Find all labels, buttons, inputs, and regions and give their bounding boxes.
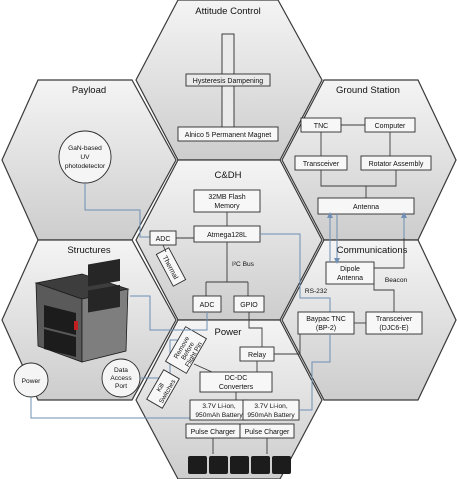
kill-switches-line-1: Kill xyxy=(156,382,167,394)
cdh-adc-left-label: ADC xyxy=(156,236,171,243)
beacon-wire xyxy=(374,238,405,269)
power-port-wire xyxy=(30,397,190,419)
magnet-box xyxy=(177,126,279,142)
charger-right-label: Pulse Charger xyxy=(245,429,290,436)
photodetector-line-1: GaN-based xyxy=(68,145,102,152)
photodetector-line-2: UV xyxy=(80,154,90,161)
battery-left-line-1: 3.7V Li-ion, xyxy=(202,403,236,410)
cdh-adc-label: ADC xyxy=(200,302,215,309)
communications-title: Communications xyxy=(337,245,408,256)
data-port-line-3: Port xyxy=(115,383,127,390)
ground-station-title: Ground Station xyxy=(336,85,400,96)
gs-transceiver-label: Transceiver xyxy=(303,161,340,168)
transceiver-dipole-wire xyxy=(373,280,395,312)
payload-to-adc-wire xyxy=(84,183,150,238)
i2c-bus-label: I²C Bus xyxy=(232,261,255,268)
dipole-antenna-box xyxy=(325,261,375,285)
flash-memory-line-2: Memory xyxy=(214,203,240,210)
rotator-antenna-wire xyxy=(366,170,397,187)
beacon-label: Beacon xyxy=(385,277,408,284)
comm-transceiver-line-1: Transceiver xyxy=(376,316,413,323)
attitude-control-title: Attitude Control xyxy=(195,6,260,17)
rbf-dcdc-wire xyxy=(193,363,213,373)
comm-to-power-wire xyxy=(299,334,331,411)
baypac-line-1: Baypac TNC xyxy=(306,316,346,323)
relay-label: Relay xyxy=(248,352,266,359)
battery-left-line-2: 950mAh Battery xyxy=(195,412,243,419)
atmega-label: Atmega128L xyxy=(207,232,247,239)
adc-to-power-wire xyxy=(130,295,208,331)
magnet-horizontal-bar xyxy=(185,73,271,87)
comm-transceiver-line-2: (DJC6-E) xyxy=(379,325,408,332)
photodetector-line-3: photodetector xyxy=(65,163,106,170)
charger-solar-wires xyxy=(212,438,268,454)
gs-antenna-label: Antenna xyxy=(353,204,379,211)
flash-memory-line-1: 32MB Flash xyxy=(208,194,245,201)
data-port-line-1: Data xyxy=(114,367,128,374)
dcdc-line-1: DC-DC xyxy=(225,375,248,382)
cubesat-image xyxy=(34,258,130,363)
battery-right-line-1: 3.7V Li-ion, xyxy=(254,403,288,410)
remove-before-flight-pin: Remove Before Flight Pin xyxy=(164,326,208,374)
i2c-bus-wire xyxy=(205,242,249,296)
relay-comm-wire xyxy=(274,334,301,355)
gpio-relay-wire xyxy=(248,312,263,347)
arrowhead-2 xyxy=(334,258,340,264)
dipole-line-1: Dipole xyxy=(340,266,360,273)
alnico-magnet-label: Alnico 5 Permanent Magnet xyxy=(185,132,271,139)
arrowhead-3 xyxy=(401,212,407,218)
tnc-label: TNC xyxy=(314,123,328,130)
structures-power-label: Power xyxy=(22,378,41,385)
dcdc-line-2: Converters xyxy=(219,384,254,391)
power-title: Power xyxy=(215,327,242,338)
data-port-line-2: Access xyxy=(110,375,132,382)
cdh-title: C&DH xyxy=(215,170,242,181)
rs232-wire xyxy=(260,233,331,312)
charger-left-label: Pulse Charger xyxy=(191,429,236,436)
dipole-line-2: Antenna xyxy=(337,275,363,282)
payload-title: Payload xyxy=(72,85,106,96)
computer-label: Computer xyxy=(375,123,406,130)
thermal-adc-wire xyxy=(162,244,167,253)
solar-cells xyxy=(188,456,291,474)
arrowhead-1 xyxy=(327,212,333,218)
battery-right-line-2: 950mAh Battery xyxy=(247,412,295,419)
hysteresis-dampening-label: Hysteresis Dampening xyxy=(193,78,264,85)
baypac-line-2: (BP-2) xyxy=(316,325,336,332)
rotator-assembly-label: Rotator Assembly xyxy=(369,161,424,168)
rs232-label: RS-232 xyxy=(305,288,328,295)
gpio-label: GPIO xyxy=(240,302,258,309)
transceiver-antenna-wire xyxy=(320,170,367,198)
structures-title: Structures xyxy=(67,245,111,256)
